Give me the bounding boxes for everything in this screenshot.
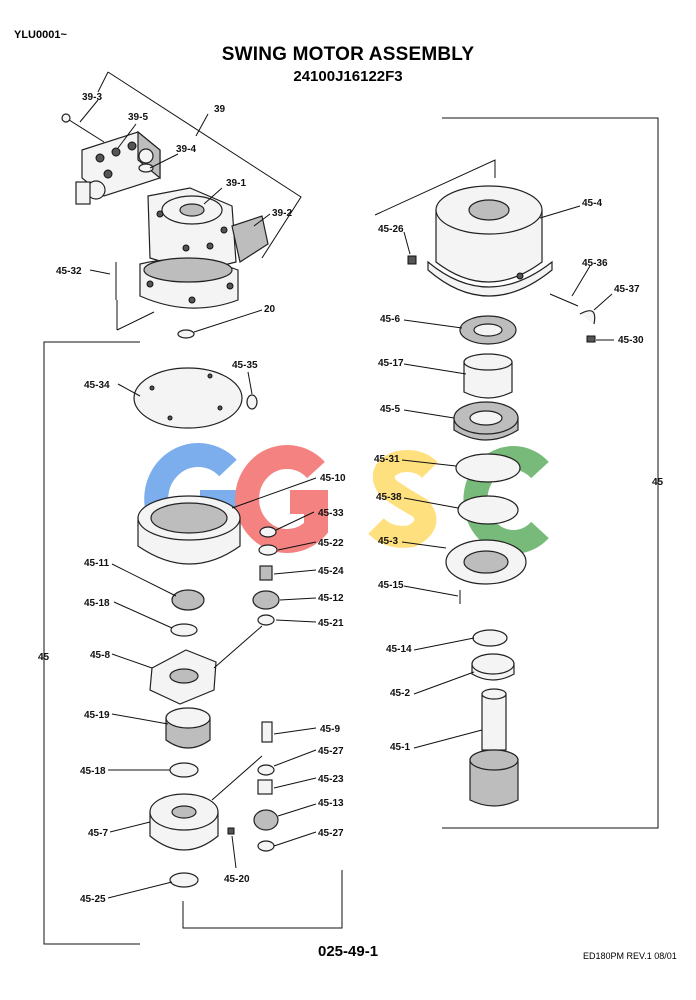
ring-45-38 <box>457 495 519 525</box>
label-45-4: 45-4 <box>582 198 602 209</box>
gear-45-12 <box>252 590 280 610</box>
label-45-26: 45-26 <box>378 224 404 235</box>
label-45-14: 45-14 <box>386 644 412 655</box>
label-45-right-bracket: 45 <box>652 477 664 488</box>
motor-housing <box>139 187 269 309</box>
ring-45-14 <box>472 629 508 647</box>
plate-45-34 <box>133 367 243 429</box>
bracket-45-32-link <box>116 311 155 331</box>
page-number: 025-49-1 <box>318 943 379 960</box>
plug-45-26 <box>407 255 417 265</box>
spacer-45-17 <box>463 361 513 399</box>
label-45-27-upper: 45-27 <box>318 746 344 757</box>
label-45-12: 45-12 <box>318 593 344 604</box>
label-45-30: 45-30 <box>618 335 644 346</box>
label-45-35: 45-35 <box>232 360 258 371</box>
bracket-45-4 <box>374 159 496 216</box>
page-title: SWING MOTOR ASSEMBLY <box>221 44 475 65</box>
label-39-4: 39-4 <box>176 144 196 155</box>
ring-45-31 <box>455 453 521 483</box>
assembly-brackets <box>43 71 659 945</box>
label-45-23: 45-23 <box>318 774 344 785</box>
label-45-18-lower: 45-18 <box>80 766 106 777</box>
pin-45-9 <box>261 721 273 743</box>
label-45-19: 45-19 <box>84 710 110 721</box>
label-45-2: 45-2 <box>390 688 410 699</box>
label-45-8: 45-8 <box>90 650 110 661</box>
label-45-25: 45-25 <box>80 894 106 905</box>
label-39: 39 <box>214 104 226 115</box>
leader-lines <box>79 99 614 899</box>
label-45-24: 45-24 <box>318 566 344 577</box>
pin-45-20 <box>227 827 235 835</box>
label-45-11: 45-11 <box>84 558 109 569</box>
part-labels: 39-3 39-5 39 39-4 39-1 39-2 45-32 20 45-… <box>38 92 664 905</box>
washer-45-35 <box>246 394 258 410</box>
relief-valve-block <box>61 113 161 205</box>
pipe-45-36 <box>549 293 579 307</box>
watermark-letter-g-red <box>235 445 328 553</box>
label-45-9: 45-9 <box>320 724 340 735</box>
label-45-18: 45-18 <box>84 598 110 609</box>
bracket-bottom <box>182 870 343 929</box>
label-39-1: 39-1 <box>226 178 246 189</box>
label-45-20: 45-20 <box>224 874 250 885</box>
label-45-3: 45-3 <box>378 536 398 547</box>
plug-20 <box>177 329 195 339</box>
label-45-13: 45-13 <box>318 798 344 809</box>
label-45-27-lower: 45-27 <box>318 828 344 839</box>
washer-45-27 <box>257 764 275 776</box>
label-45-38: 45-38 <box>376 492 402 503</box>
gear-45-11 <box>171 589 205 611</box>
bracket-39-tick <box>97 71 109 93</box>
snap-ring-45-25 <box>169 872 199 888</box>
bracket-45-right <box>442 117 659 829</box>
serial-range: YLU0001~ <box>14 29 67 41</box>
label-45-7: 45-7 <box>88 828 108 839</box>
assembly-part-number: 24100J16122F3 <box>293 68 403 85</box>
label-45-34: 45-34 <box>84 380 110 391</box>
washer-45-22 <box>258 544 278 556</box>
label-39-5: 39-5 <box>128 112 148 123</box>
label-45-left-bracket: 45 <box>38 652 50 663</box>
o-ring-39-4 <box>138 163 154 173</box>
label-45-31: 45-31 <box>374 454 400 465</box>
bracket-39 <box>107 71 302 259</box>
label-45-22: 45-22 <box>318 538 344 549</box>
washer-45-18 <box>170 623 198 637</box>
label-45-21: 45-21 <box>318 618 344 629</box>
pinion-shaft <box>469 688 519 807</box>
plug-45-30 <box>586 335 596 343</box>
label-45-37: 45-37 <box>614 284 640 295</box>
label-45-15: 45-15 <box>378 580 404 591</box>
reduction-casing <box>427 185 553 297</box>
bracket-45-left <box>43 341 140 945</box>
watermark-letter-s-yellow <box>368 450 438 548</box>
label-45-10: 45-10 <box>320 473 346 484</box>
label-39-3: 39-3 <box>82 92 102 103</box>
label-45-1: 45-1 <box>390 742 410 753</box>
label-45-17: 45-17 <box>378 358 404 369</box>
label-45-36: 45-36 <box>582 258 608 269</box>
washer-45-18-lower <box>169 762 199 778</box>
gear-45-13 <box>253 809 279 831</box>
ring-gear <box>137 495 241 565</box>
label-45-6: 45-6 <box>380 314 400 325</box>
elbow-45-37 <box>579 310 596 325</box>
label-20: 20 <box>264 304 276 315</box>
part-45-33 <box>259 526 277 538</box>
label-45-5: 45-5 <box>380 404 400 415</box>
part-45-24 <box>259 565 273 581</box>
label-45-33: 45-33 <box>318 508 344 519</box>
label-45-32: 45-32 <box>56 266 82 277</box>
revision-note: ED180PM REV.1 08/01 <box>583 951 677 961</box>
label-39-2: 39-2 <box>272 208 292 219</box>
washer-45-27-lower <box>257 840 275 852</box>
bushing-45-23 <box>257 779 273 795</box>
washer-45-21 <box>257 614 275 626</box>
